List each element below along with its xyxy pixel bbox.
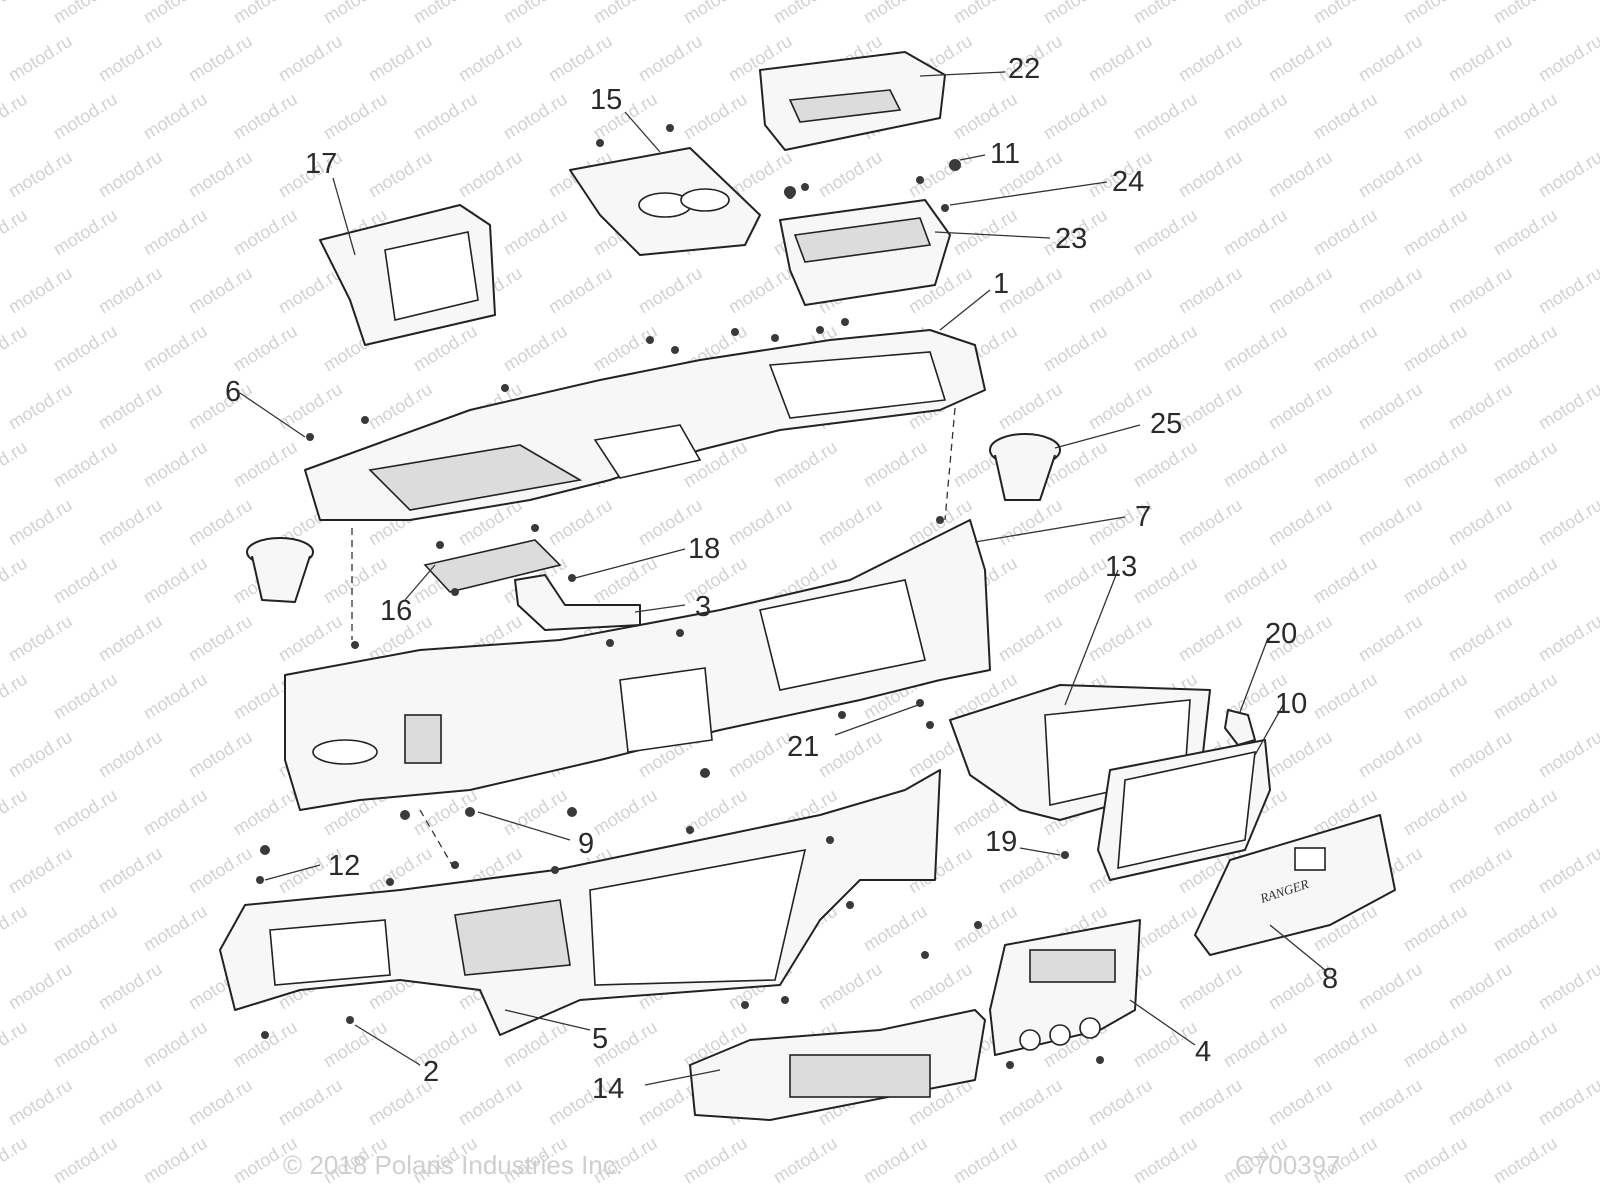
part-16-plate bbox=[423, 539, 562, 593]
fasteners bbox=[256, 124, 1104, 1069]
part-23-storage-tray bbox=[779, 199, 951, 306]
callout-9: 9 bbox=[578, 828, 595, 860]
part-5-lower-dash bbox=[219, 769, 941, 1036]
copyright-text: © 2018 Polaris Industries Inc. bbox=[283, 1150, 623, 1180]
callout-19: 19 bbox=[985, 826, 1018, 858]
callout-6: 6 bbox=[225, 376, 242, 408]
part-7-dash-frame bbox=[284, 519, 991, 811]
diagram-id: C700397 bbox=[1235, 1150, 1341, 1180]
callout-8: 8 bbox=[1322, 963, 1339, 995]
callout-16: 16 bbox=[380, 595, 413, 627]
callout-21: 21 bbox=[787, 731, 820, 763]
part-10-lid bbox=[1097, 739, 1271, 881]
part-22-cover bbox=[759, 51, 946, 151]
callout-23: 23 bbox=[1055, 223, 1088, 255]
callout-25: 25 bbox=[1150, 408, 1183, 440]
callout-13: 13 bbox=[1105, 551, 1138, 583]
callout-10: 10 bbox=[1275, 688, 1308, 720]
callout-7: 7 bbox=[1135, 501, 1152, 533]
callout-2: 2 bbox=[423, 1056, 440, 1088]
callout-4: 4 bbox=[1195, 1036, 1212, 1068]
part-15-cupholder-panel bbox=[569, 147, 761, 256]
callout-17: 17 bbox=[305, 148, 338, 180]
assembly-lines bbox=[351, 407, 956, 871]
part-cup-insert-left bbox=[246, 537, 314, 603]
part-4-switch-panel bbox=[989, 919, 1141, 1056]
part-25-cup-insert bbox=[989, 433, 1061, 501]
part-14-lower-panel bbox=[689, 1009, 986, 1121]
callout-14: 14 bbox=[592, 1073, 625, 1105]
callout-1: 1 bbox=[993, 268, 1010, 300]
part-1-upper-dash bbox=[304, 329, 986, 521]
callout-24: 24 bbox=[1112, 166, 1145, 198]
part-3-bracket bbox=[514, 574, 641, 631]
callout-20: 20 bbox=[1265, 618, 1298, 650]
leader-lines bbox=[239, 71, 1326, 1086]
part-17-gauge-bezel bbox=[319, 204, 496, 346]
callout-3: 3 bbox=[695, 591, 712, 623]
callout-22: 22 bbox=[1008, 53, 1041, 85]
callout-18: 18 bbox=[688, 533, 721, 565]
part-8-glovebox-door: RANGER bbox=[1194, 814, 1396, 956]
callout-5: 5 bbox=[592, 1023, 609, 1055]
part-20-latch bbox=[1224, 709, 1256, 746]
callout-11: 11 bbox=[990, 138, 1021, 170]
callout-12: 12 bbox=[328, 850, 361, 882]
callout-15: 15 bbox=[590, 84, 623, 116]
